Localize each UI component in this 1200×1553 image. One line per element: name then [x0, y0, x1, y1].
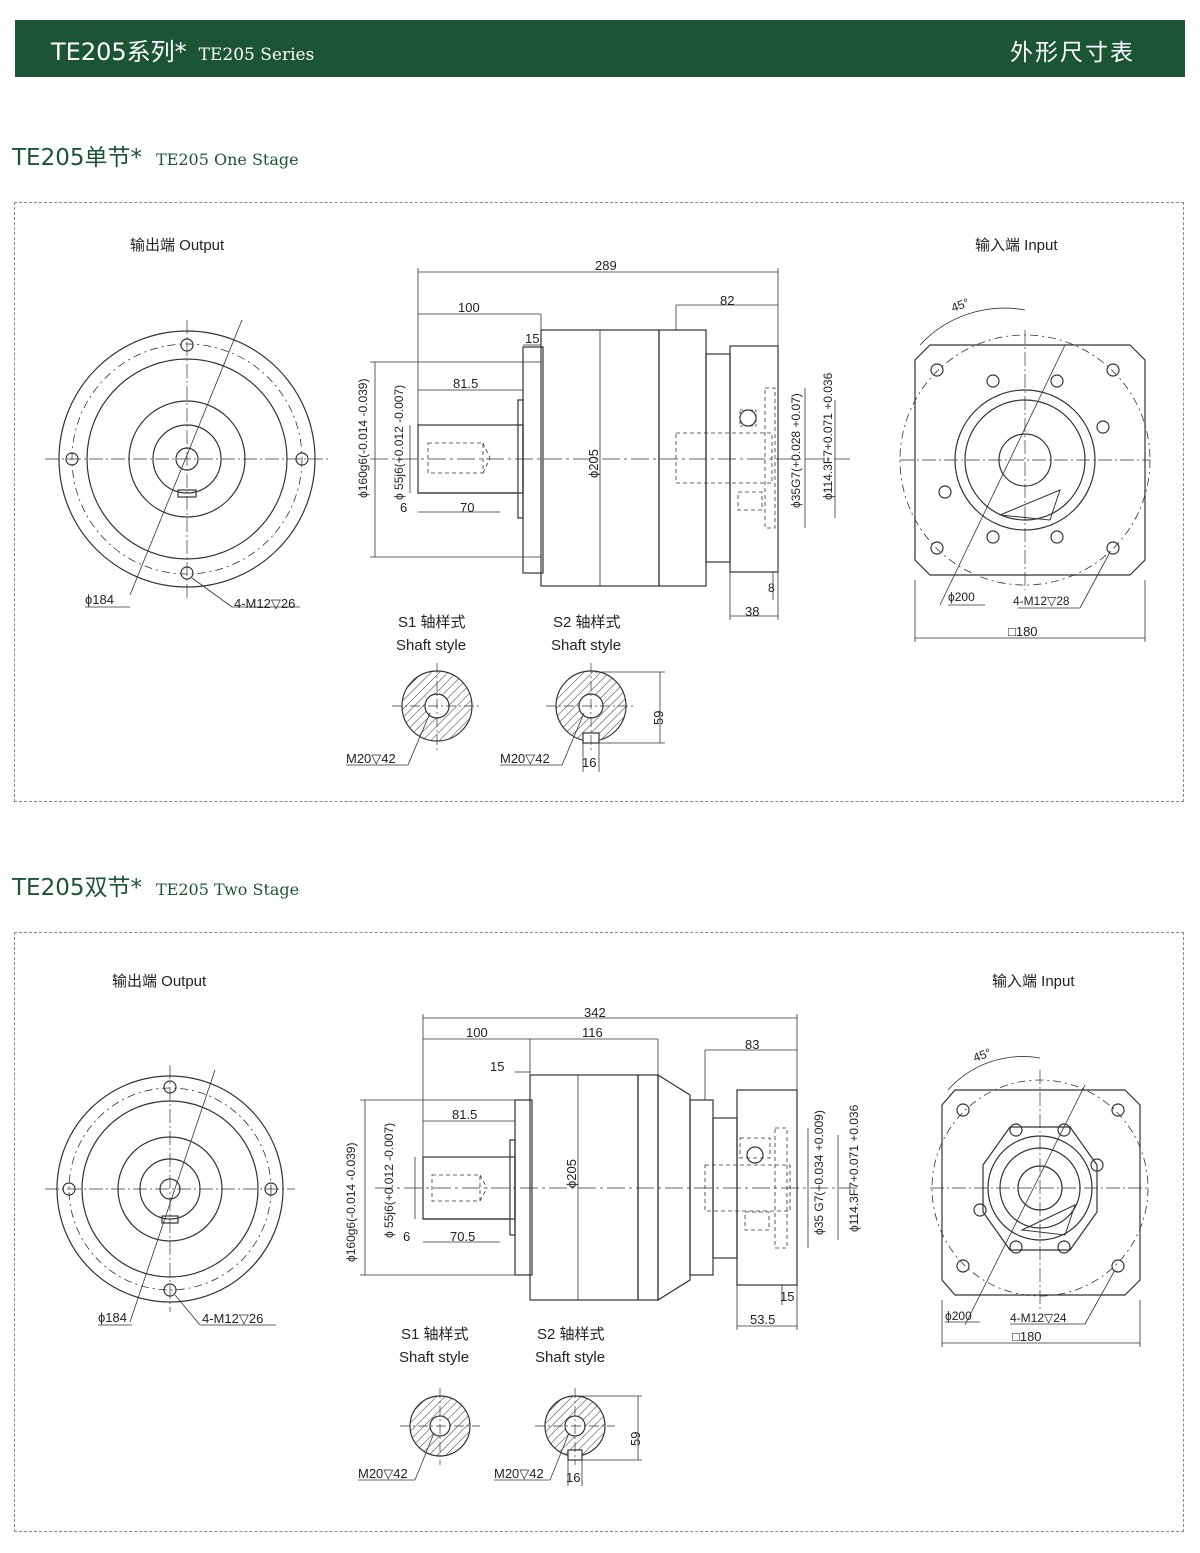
one-input-label: 输入端 Input: [975, 237, 1058, 254]
one-in-thread-label: 4-M12▽28: [1013, 594, 1070, 608]
one-input-view: 45° ϕ200 4-M12▽28 □180: [899, 295, 1151, 642]
two-sq180: □180: [1012, 1329, 1042, 1344]
two-stage-frame: [14, 932, 1184, 1532]
one-phi184-label: ϕ184: [85, 592, 114, 607]
one-dim-8: 8: [768, 581, 775, 595]
two-dim-100: 100: [466, 1025, 488, 1040]
one-s2-title: S2 轴样式: [553, 614, 621, 631]
one-dim-6: 6: [400, 500, 407, 515]
header-banner: TE205系列* TE205 Series 外形尺寸表: [15, 20, 1185, 77]
one-dim-289: 289: [595, 258, 617, 273]
one-stage-drawing: 输出端 Output 输入端 Input ϕ184 4-M12▽26: [45, 237, 1151, 772]
two-dim-116: 116: [582, 1025, 603, 1040]
one-angle-label: 45°: [949, 295, 971, 314]
one-phi35: ϕ35G7(+0.028 +0.07): [789, 393, 803, 508]
two-phi35: ϕ35 G7(+0.034 +0.009): [812, 1110, 826, 1235]
two-output-label: 输出端 Output: [112, 973, 207, 990]
one-phi114: ϕ114.3F7+0.071 +0.036: [821, 372, 835, 500]
series-title-cn: TE205系列*: [51, 38, 187, 66]
one-stage-heading-en: TE205 One Stage: [155, 150, 299, 169]
two-dim-15: 15: [490, 1059, 504, 1074]
one-s1-title: S1 轴样式: [398, 614, 466, 631]
one-stage-heading-cn: TE205单节*: [12, 145, 142, 171]
two-output-view: ϕ184 4-M12▽26: [45, 1065, 295, 1326]
one-phi55: ϕ 55j6(+0.012 -0.007): [392, 385, 406, 500]
two-key-width: 16: [566, 1470, 580, 1485]
two-shaft-styles: S1 轴样式 Shaft style S2 轴样式 Shaft style 59…: [358, 1326, 643, 1486]
dimension-table-title: 外形尺寸表: [1010, 40, 1135, 66]
two-s2-thread: M20▽42: [494, 1466, 544, 1481]
one-key-width: 16: [582, 755, 596, 770]
two-out-thread-label: 4-M12▽26: [202, 1311, 263, 1326]
two-s1-sub: Shaft style: [399, 1349, 469, 1366]
two-s1-thread: M20▽42: [358, 1466, 408, 1481]
one-sq180: □180: [1008, 624, 1038, 639]
two-s2-sub: Shaft style: [535, 1349, 605, 1366]
series-title: TE205系列* TE205 Series: [51, 32, 314, 67]
two-dim-70-5: 70.5: [450, 1229, 475, 1244]
two-dim-83: 83: [745, 1037, 759, 1052]
one-dim-70: 70: [460, 500, 474, 515]
two-dim-81-5: 81.5: [452, 1107, 477, 1122]
two-dim-15b: 15: [780, 1289, 794, 1304]
one-s1-thread: M20▽42: [346, 751, 396, 766]
one-dim-15: 15: [525, 331, 539, 346]
two-input-view: 45° ϕ200 4-M12▽24 □180: [930, 1045, 1150, 1347]
series-title-en: TE205 Series: [198, 45, 315, 65]
two-stage-heading: TE205双节* TE205 Two Stage: [12, 868, 299, 902]
two-stage-drawing: 输出端 Output 输入端 Input ϕ184 4-M12▽26: [45, 973, 1150, 1486]
one-output-label: 输出端 Output: [130, 237, 225, 254]
one-dim-81-5: 81.5: [453, 376, 478, 391]
two-angle-label: 45°: [971, 1045, 993, 1064]
two-s1-title: S1 轴样式: [401, 1326, 469, 1343]
one-s1-sub: Shaft style: [396, 637, 466, 654]
one-output-view: ϕ184 4-M12▽26: [45, 319, 329, 611]
one-stage-frame: [14, 202, 1184, 802]
two-dim-342: 342: [584, 1005, 606, 1020]
two-s2-title: S2 轴样式: [537, 1326, 605, 1343]
one-phi200: ϕ200: [948, 590, 975, 604]
two-phi200: ϕ200: [945, 1309, 972, 1323]
two-stage-heading-en: TE205 Two Stage: [155, 880, 300, 899]
one-side-view: 289 100 82 15 81.5 70 6 38 8 ϕ160g6(-0.0…: [356, 258, 850, 620]
one-phi160: ϕ160g6(-0.014 -0.039): [356, 379, 370, 498]
two-stage-heading-cn: TE205双节*: [12, 875, 142, 901]
one-shaft-height: 59: [651, 711, 666, 725]
one-s2-thread: M20▽42: [500, 751, 550, 766]
two-phi184-label: ϕ184: [98, 1310, 127, 1325]
one-dim-100: 100: [458, 300, 480, 315]
one-dim-38: 38: [745, 604, 759, 619]
two-in-thread-label: 4-M12▽24: [1010, 1311, 1067, 1325]
two-input-label: 输入端 Input: [992, 973, 1075, 990]
two-dim-53-5: 53.5: [750, 1312, 775, 1327]
two-side-view: 342 100 116 83 15 81.5 70.5 6 15 53.5 ϕ1…: [344, 1005, 861, 1330]
one-dim-82: 82: [720, 293, 734, 308]
one-out-thread-label: 4-M12▽26: [234, 596, 295, 611]
one-phi205: ϕ205: [586, 449, 601, 478]
one-stage-heading: TE205单节* TE205 One Stage: [12, 138, 299, 172]
two-shaft-height: 59: [628, 1432, 643, 1446]
two-phi160: ϕ160g6(-0.014 -0.039): [344, 1143, 358, 1262]
two-dim-6: 6: [403, 1229, 410, 1244]
two-phi114: ϕ114.3F7+0.071 +0.036: [847, 1104, 861, 1232]
one-s2-sub: Shaft style: [551, 637, 621, 654]
two-phi205: ϕ205: [564, 1159, 579, 1188]
one-shaft-styles: S1 轴样式 Shaft style S2 轴样式 Shaft style 59…: [346, 614, 666, 772]
two-phi55: ϕ 55j6(+0.012 -0.007): [382, 1123, 396, 1238]
